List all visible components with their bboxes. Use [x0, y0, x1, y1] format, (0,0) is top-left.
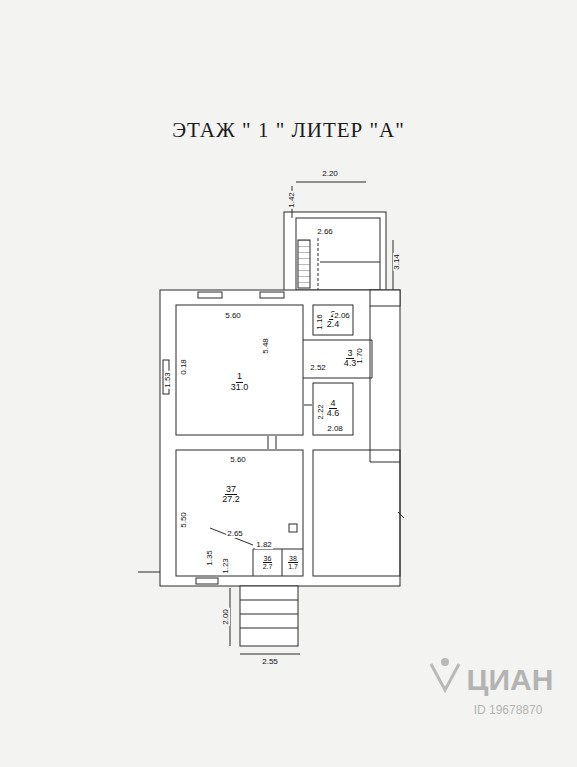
dimension: 5.60 — [224, 312, 242, 320]
dimension: 1.35 — [206, 549, 214, 567]
room-area: 2.7 — [263, 563, 273, 571]
room-area: 4.6 — [327, 409, 340, 419]
room-area: 31.0 — [231, 383, 249, 393]
wall-stub — [138, 572, 160, 573]
dimension: 0.18 — [180, 358, 188, 376]
room-outline — [176, 305, 303, 435]
dimension: 2.20 — [321, 170, 339, 178]
stairs — [298, 240, 310, 288]
fixture — [289, 524, 297, 532]
room-outline — [303, 340, 372, 378]
door — [276, 436, 277, 449]
window — [198, 292, 222, 298]
dimension: 5.48 — [262, 337, 270, 355]
watermark: ID 19678870 — [473, 704, 544, 716]
dimension-line — [296, 182, 366, 183]
step — [240, 600, 298, 601]
window — [196, 578, 218, 584]
annex-wall — [284, 212, 386, 292]
room-area: 27.2 — [222, 495, 240, 505]
room-number: 38 — [288, 555, 298, 563]
annex-room — [296, 218, 380, 290]
wall — [370, 290, 400, 306]
room-number: 1 — [236, 372, 243, 382]
dimension: 1.16 — [316, 313, 324, 331]
dimension: 2.55 — [261, 658, 279, 666]
dimension: 2.52 — [309, 364, 327, 372]
dimension: 3.14 — [393, 253, 401, 271]
room-outline — [313, 383, 353, 435]
dimension: 1.42 — [288, 191, 296, 209]
annex-line — [320, 262, 380, 263]
room: 381.7 — [283, 550, 303, 576]
dimension: 2.06 — [333, 312, 351, 320]
partition — [253, 549, 254, 576]
room-number: 4 — [329, 399, 336, 409]
corridor-line — [370, 306, 400, 462]
room: 34.3 — [330, 340, 370, 378]
window — [260, 292, 284, 298]
step — [240, 614, 298, 615]
room: 3727.2 — [176, 470, 286, 520]
door — [398, 512, 404, 518]
room-number: 3 — [346, 349, 353, 359]
annex-line — [318, 228, 319, 290]
door — [304, 405, 312, 406]
dimension: 5.50 — [180, 511, 188, 529]
dimension: 2.08 — [326, 425, 344, 433]
dimension: 2.00 — [222, 608, 230, 626]
dimension-line — [240, 654, 300, 655]
dimension: 2.22 — [317, 403, 325, 421]
entry-steps — [240, 586, 298, 646]
partition — [282, 549, 283, 576]
room-outline — [313, 305, 353, 335]
room-outline — [313, 450, 400, 576]
door-swing — [210, 528, 253, 545]
room-number: 36 — [263, 555, 273, 563]
room-outline — [176, 450, 303, 576]
room-number: 37 — [225, 485, 237, 495]
room: 362.7 — [254, 550, 281, 576]
watermark: ЦИАН — [466, 665, 555, 695]
dimension: 1.70 — [356, 347, 364, 365]
watermark-logo — [431, 658, 459, 690]
dimension: 2.66 — [316, 228, 334, 236]
room-area: 2.4 — [327, 320, 340, 330]
room-area: 1.7 — [288, 563, 298, 571]
dimension: 5.60 — [229, 456, 247, 464]
dimension: 1.82 — [255, 541, 273, 549]
dimension: 2.65 — [226, 530, 244, 538]
door — [268, 436, 269, 449]
step — [240, 628, 298, 629]
plan-title: ЭТАЖ " 1 " ЛИТЕР "А" — [0, 118, 577, 143]
outer-wall — [160, 290, 400, 586]
room-area: 4.3 — [344, 359, 357, 369]
dimension: 1.53 — [164, 371, 172, 389]
dimension: 1.23 — [222, 557, 230, 575]
room: 131.0 — [176, 330, 303, 435]
